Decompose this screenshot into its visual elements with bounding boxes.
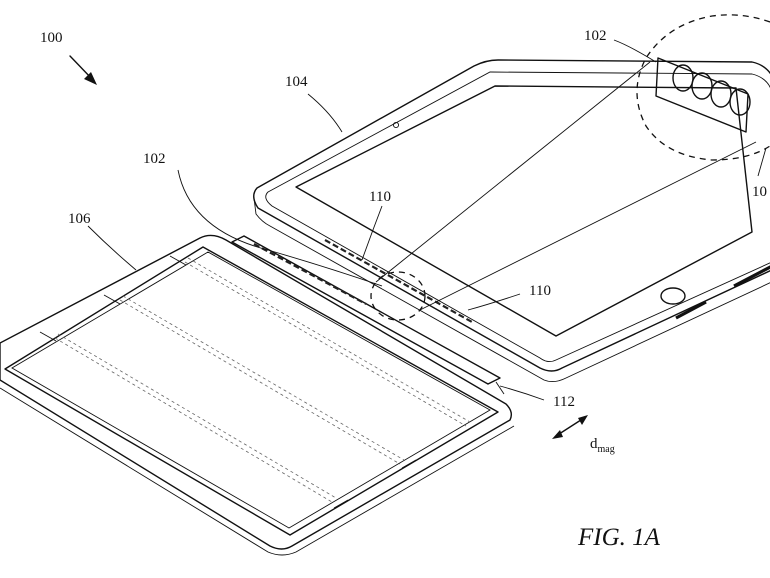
detail-source-circle: [370, 271, 426, 321]
label-102-hinge: 102: [143, 151, 166, 167]
side-port: [675, 300, 707, 320]
label-102-detail: 102: [584, 28, 607, 44]
label-104: 104: [285, 74, 308, 90]
figure-caption: FIG. 1A: [577, 524, 661, 551]
label-dmag-main: d: [590, 436, 598, 452]
magnet-4-icon: [729, 88, 751, 116]
cover-magnet-strip: [253, 243, 367, 305]
tablet-magnet-strip: [324, 239, 473, 323]
label-110-upper: 110: [369, 189, 391, 205]
label-100: 100: [40, 30, 63, 46]
label-106: 106: [68, 211, 91, 227]
label-dmag: dmag: [590, 436, 615, 455]
cover-hinge-bar: [231, 235, 501, 385]
magnet-detail-callout: [370, 14, 770, 321]
label-10-edge: 10: [752, 184, 767, 200]
magnet-3-icon: [710, 80, 732, 108]
tablet-screen: [295, 85, 753, 337]
magnet-1-icon: [672, 64, 694, 92]
label-dmag-sub: mag: [598, 444, 615, 455]
detail-magnified-circle: [636, 14, 770, 161]
side-buttons: [733, 265, 770, 288]
reference-arrow: [69, 55, 97, 85]
front-camera-icon: [392, 121, 400, 129]
label-110-lower: 110: [529, 283, 551, 299]
tablet-device: [253, 59, 770, 383]
leader-lines: [87, 39, 767, 401]
home-button-icon: [660, 287, 686, 305]
magnet-array: [655, 57, 749, 133]
magnet-2-icon: [691, 72, 713, 100]
smart-cover: [0, 234, 515, 556]
label-112: 112: [553, 394, 575, 410]
distance-arrow: [552, 415, 588, 439]
